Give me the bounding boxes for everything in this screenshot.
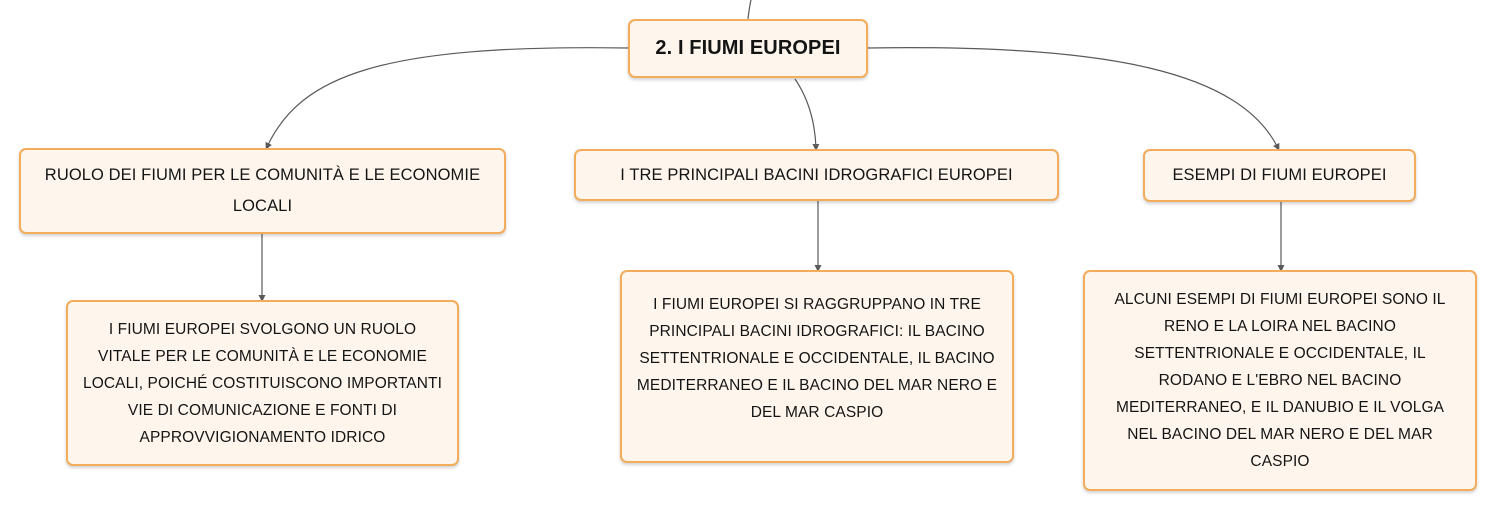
topic-label-esempi-fiumi: ESEMPI DI FIUMI EUROPEI bbox=[1172, 166, 1387, 184]
connector-root-branch1 bbox=[265, 47, 629, 150]
connector-root-branch3 bbox=[867, 47, 1280, 151]
connector-root-branch2 bbox=[794, 78, 820, 151]
detail-node-esempi-fiumi[interactable]: ALCUNI ESEMPI DI FIUMI EUROPEI SONO IL R… bbox=[1083, 270, 1477, 491]
central-topic-label: 2. I FIUMI EUROPEI bbox=[655, 37, 841, 59]
detail-node-ruolo-fiumi[interactable]: I FIUMI EUROPEI SVOLGONO UN RUOLO VITALE… bbox=[66, 300, 459, 466]
topic-node-bacini-idrografici[interactable]: I TRE PRINCIPALI BACINI IDROGRAFICI EURO… bbox=[574, 149, 1059, 201]
detail-node-bacini-idrografici[interactable]: I FIUMI EUROPEI SI RAGGRUPPANO IN TRE PR… bbox=[620, 270, 1014, 463]
detail-text-ruolo-fiumi: I FIUMI EUROPEI SVOLGONO UN RUOLO VITALE… bbox=[82, 320, 442, 446]
topic-node-esempi-fiumi[interactable]: ESEMPI DI FIUMI EUROPEI bbox=[1143, 149, 1416, 202]
central-topic-node[interactable]: 2. I FIUMI EUROPEI bbox=[628, 19, 868, 78]
topic-label-bacini-idrografici: I TRE PRINCIPALI BACINI IDROGRAFICI EURO… bbox=[620, 165, 1013, 184]
detail-text-bacini-idrografici: I FIUMI EUROPEI SI RAGGRUPPANO IN TRE PR… bbox=[636, 296, 998, 421]
topic-label-ruolo-fiumi: RUOLO DEI FIUMI PER LE COMUNITÀ E LE ECO… bbox=[44, 166, 481, 215]
topic-node-ruolo-fiumi[interactable]: RUOLO DEI FIUMI PER LE COMUNITÀ E LE ECO… bbox=[19, 148, 506, 234]
detail-text-esempi-fiumi: ALCUNI ESEMPI DI FIUMI EUROPEI SONO IL R… bbox=[1114, 291, 1446, 470]
connector-incoming bbox=[747, 0, 752, 20]
